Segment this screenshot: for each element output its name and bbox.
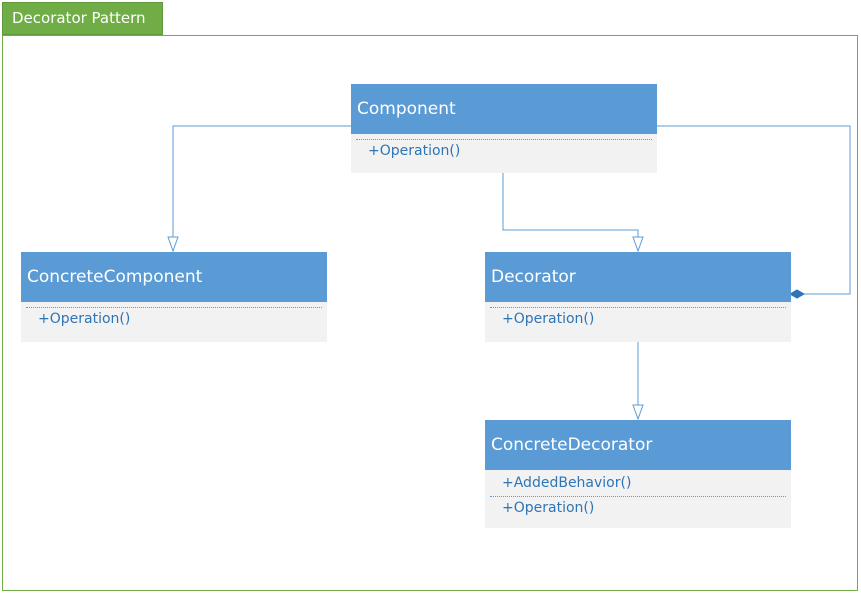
class-concrete-component-header: ConcreteComponent xyxy=(21,252,327,302)
class-divider xyxy=(490,496,786,497)
class-concrete-decorator-header: ConcreteDecorator xyxy=(485,420,791,470)
generalization-arrowhead xyxy=(167,236,179,253)
operation: +Operation() xyxy=(502,500,595,516)
class-decorator[interactable]: Decorator +Operation() xyxy=(485,252,791,342)
diagram-title: Decorator Pattern xyxy=(12,9,146,27)
class-concrete-component-body: +Operation() xyxy=(21,302,327,342)
operation: +AddedBehavior() xyxy=(502,475,632,491)
class-decorator-body: +Operation() xyxy=(485,302,791,342)
diagram-frame xyxy=(2,35,858,591)
generalization-arrowhead xyxy=(632,236,644,253)
aggregation-decorator-component xyxy=(656,125,851,299)
operation: +Operation() xyxy=(502,311,595,327)
class-component-body: +Operation() xyxy=(351,134,657,173)
operation: +Operation() xyxy=(38,311,131,327)
class-concrete-decorator-body: +AddedBehavior() +Operation() xyxy=(485,470,791,528)
generalization-concretecomponent-to-component xyxy=(167,125,351,253)
operation: +Operation() xyxy=(368,143,461,159)
class-concrete-decorator[interactable]: ConcreteDecorator +AddedBehavior() +Oper… xyxy=(485,420,791,528)
class-concrete-component-name: ConcreteComponent xyxy=(27,267,203,287)
generalization-concretedecorator-to-decorator xyxy=(632,338,644,421)
class-decorator-name: Decorator xyxy=(491,267,576,287)
aggregation-diamond xyxy=(788,289,806,299)
generalization-arrowhead xyxy=(632,404,644,421)
class-concrete-component[interactable]: ConcreteComponent +Operation() xyxy=(21,252,327,342)
generalization-decorator-to-component xyxy=(502,170,644,253)
class-decorator-header: Decorator xyxy=(485,252,791,302)
diagram-title-tab: Decorator Pattern xyxy=(2,2,163,35)
class-divider xyxy=(26,307,322,308)
class-component[interactable]: Component +Operation() xyxy=(351,84,657,173)
class-divider xyxy=(490,307,786,308)
class-concrete-decorator-name: ConcreteDecorator xyxy=(491,435,653,455)
class-component-name: Component xyxy=(357,99,456,119)
class-component-header: Component xyxy=(351,84,657,134)
class-divider xyxy=(356,139,652,140)
